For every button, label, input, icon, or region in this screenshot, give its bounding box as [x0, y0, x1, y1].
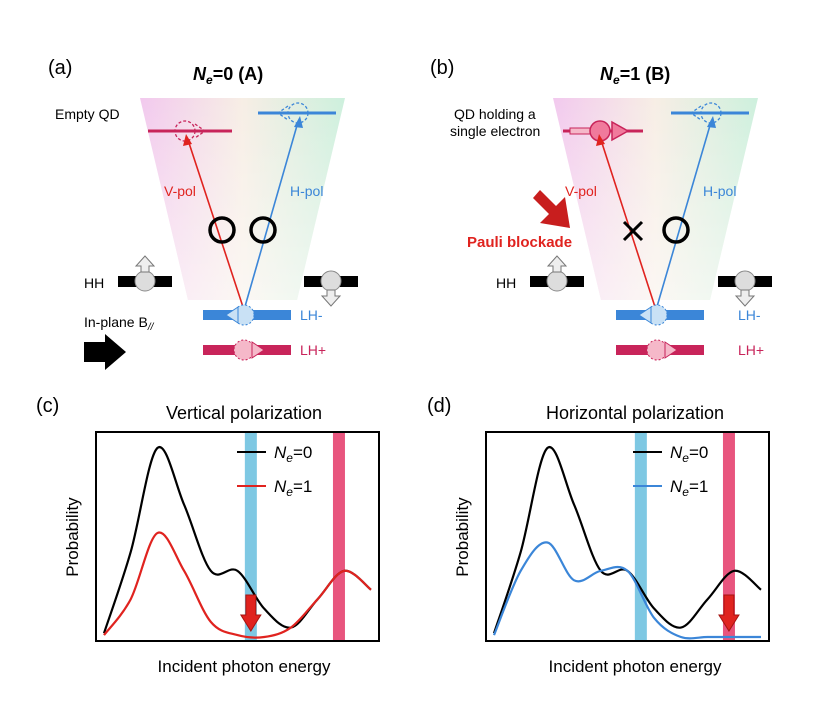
lh-plus-label-a: LH+: [300, 342, 326, 358]
hh-label-a: HH: [84, 275, 104, 291]
spin-down-icon: [320, 289, 342, 307]
hpol-label-a: H-pol: [290, 183, 323, 199]
legend-d-label-1: Ne=0: [670, 443, 708, 465]
allowed-mark-v-a: [208, 216, 236, 244]
chart-d-plot: [485, 431, 770, 642]
hpol-transition-a: [243, 121, 299, 311]
suppression-arrow-icon: [718, 594, 740, 632]
allowed-mark-h-a: [249, 216, 277, 244]
chart-d-legend: Ne=0 Ne=1: [633, 443, 708, 499]
qd-cone-a-fade: [140, 98, 345, 300]
chart-c-legend: Ne=0 Ne=1: [237, 443, 312, 499]
plot-frame: [95, 431, 380, 642]
magnetic-field-arrow-icon: [84, 334, 126, 370]
vpol-label-b: V-pol: [565, 183, 597, 199]
chart-c-ylabel: Probability: [63, 497, 82, 577]
suppression-arrow-icon: [239, 594, 262, 632]
spin-down-icon: [734, 289, 756, 307]
hole-left-a: [134, 270, 156, 292]
lh-minus-hole-a: [233, 304, 255, 326]
spin-up-icon: [134, 255, 156, 273]
blocked-mark-icon: [622, 220, 644, 242]
electron-spin-bar-b: [569, 127, 593, 135]
lh-plus-hole-a: [233, 339, 255, 361]
chart-d-ylabel: Probability: [453, 497, 472, 577]
hole-right-b: [734, 270, 756, 292]
panel-b-title: Ne=1 (B): [600, 64, 670, 87]
spin-right-icon: [664, 341, 678, 359]
blockade-arrow-icon: [533, 190, 570, 228]
vpol-arrowhead-a: [183, 134, 192, 146]
spectral-band-pink: [332, 432, 345, 641]
panel-a-letter: (a): [48, 57, 72, 79]
spectral-band-pink: [722, 432, 735, 641]
spin-arrow-h-b: [689, 105, 702, 121]
lh-plus-hole-b: [646, 339, 668, 361]
legend-c-label-1: Ne=0: [274, 443, 312, 465]
vpol-arrowhead-b: [596, 134, 605, 146]
hpol-arrowhead-a: [294, 116, 303, 128]
panel-c: (c) Vertical polarization Incident photo…: [36, 395, 380, 676]
hole-left-b: [546, 270, 568, 292]
plot-frame: [485, 431, 770, 642]
pauli-blockade-label: Pauli blockade: [467, 234, 572, 251]
spin-right-icon: [251, 341, 265, 359]
qd-label-a: Empty QD: [55, 106, 120, 122]
spin-left-icon: [225, 306, 239, 324]
panel-d-letter: (d): [427, 395, 451, 417]
chart-d-xlabel: Incident photon energy: [549, 657, 722, 676]
panel-a-title: Ne=0 (A): [193, 64, 263, 87]
legend-d-label-2: Ne=1: [670, 477, 708, 499]
lh-minus-label-b: LH-: [738, 307, 761, 323]
spectral-band-cyan: [634, 432, 647, 641]
spin-arrow-v-a: [194, 123, 207, 139]
field-label-a: In-plane B//: [84, 314, 155, 333]
qd-label-b-line2: single electron: [450, 123, 540, 139]
allowed-mark-h-b: [662, 216, 690, 244]
legend-c-label-2: Ne=1: [274, 477, 312, 499]
spin-up-icon: [546, 255, 568, 273]
hpol-arrowhead-b: [707, 116, 716, 128]
panel-b-letter: (b): [430, 57, 454, 79]
lh-minus-hole-b: [646, 304, 668, 326]
series-line-1: [102, 446, 372, 634]
series-line-1: [492, 446, 762, 634]
panel-a: (a) Ne=0 (A) Empty QD V-pol H-pol HH: [48, 57, 358, 370]
spin-arrow-h-a: [276, 105, 289, 121]
series-line-2: [103, 531, 372, 639]
chart-c-title: Vertical polarization: [166, 403, 322, 423]
series-line-2: [492, 541, 761, 640]
hpol-transition-b: [655, 121, 712, 311]
chart-c-plot: [95, 431, 380, 642]
hole-right-a: [320, 270, 342, 292]
panel-b: (b) Ne=1 (B) QD holding a single electro…: [430, 57, 772, 361]
vpol-label-a: V-pol: [164, 183, 196, 199]
electron-spin-arrow-icon: [611, 120, 630, 142]
chart-d-title: Horizontal polarization: [546, 403, 724, 423]
chart-c-xlabel: Incident photon energy: [158, 657, 331, 676]
qd-label-b-line1: QD holding a: [454, 106, 536, 122]
lh-plus-label-b: LH+: [738, 342, 764, 358]
spin-left-icon: [638, 306, 652, 324]
hh-label-b: HH: [496, 275, 516, 291]
panel-c-letter: (c): [36, 395, 59, 417]
spectral-band-cyan: [244, 432, 257, 641]
lh-minus-label-a: LH-: [300, 307, 323, 323]
vpol-transition-a: [187, 139, 245, 311]
panel-d: (d) Horizontal polarization Incident pho…: [427, 395, 770, 676]
hpol-label-b: H-pol: [703, 183, 736, 199]
